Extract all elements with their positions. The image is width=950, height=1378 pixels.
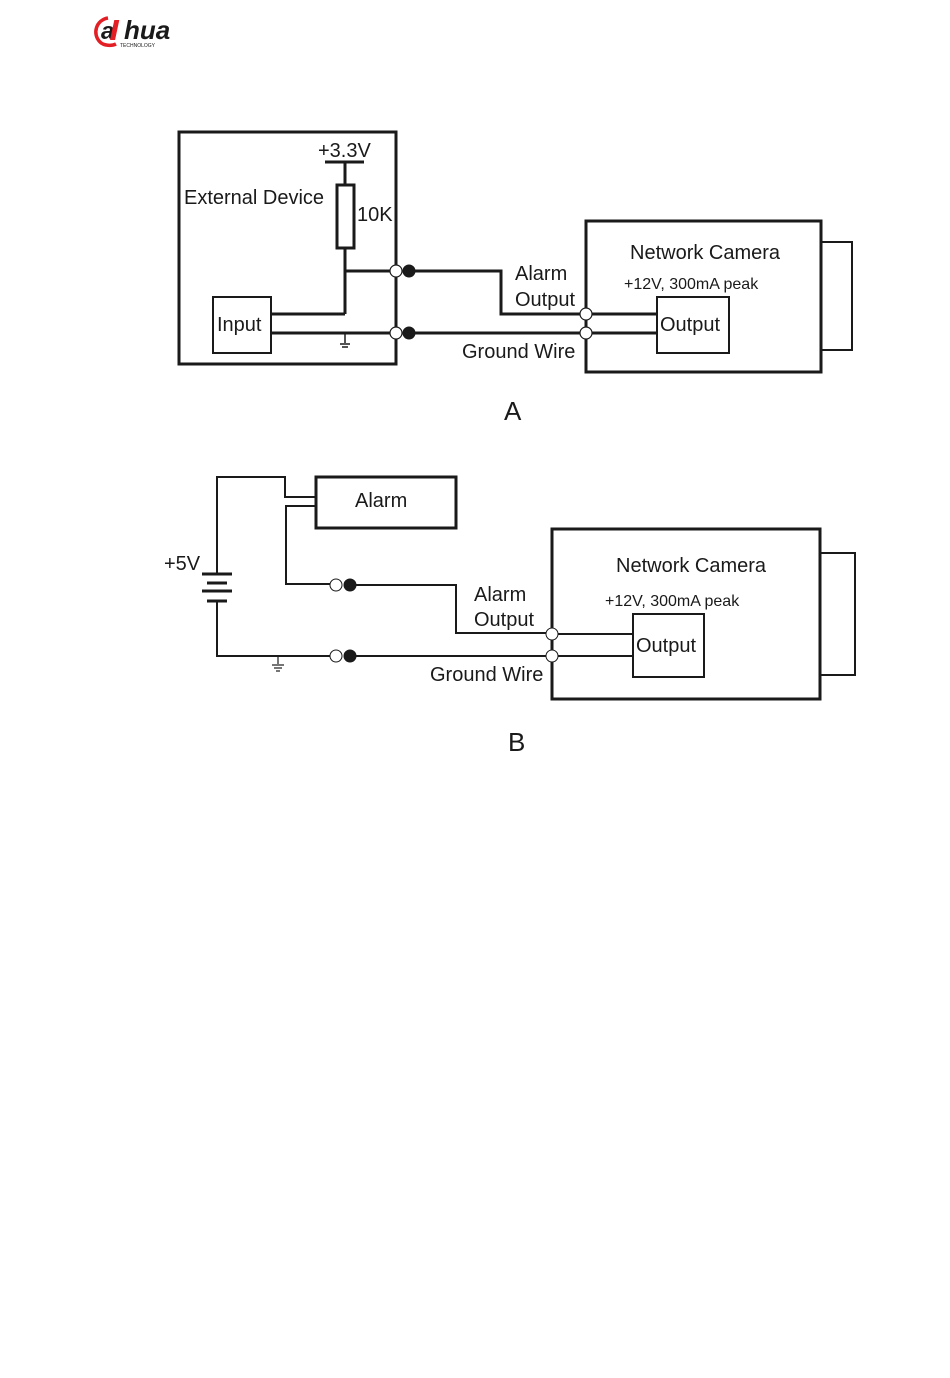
camera-terminal bbox=[580, 308, 592, 320]
terminal-open bbox=[390, 327, 402, 339]
terminal-open bbox=[330, 650, 342, 662]
alarm-output-label-line2: Output bbox=[515, 289, 575, 311]
camera-title: Network Camera bbox=[630, 242, 781, 264]
camera-rating: +12V, 300mA peak bbox=[624, 276, 759, 293]
supply-positive-wire bbox=[217, 477, 316, 573]
resistor-label: 10K bbox=[357, 204, 393, 226]
alarm-output-label-line1: Alarm bbox=[474, 584, 526, 606]
ground-icon bbox=[340, 333, 350, 347]
terminal-open bbox=[390, 265, 402, 277]
alarm-label: Alarm bbox=[355, 490, 407, 512]
alarm-output-label-line1: Alarm bbox=[515, 263, 567, 285]
diagram-a-caption: A bbox=[504, 396, 522, 426]
camera-output-label: Output bbox=[636, 635, 696, 657]
camera-terminal bbox=[546, 650, 558, 662]
camera-output-label: Output bbox=[660, 314, 720, 336]
terminal-filled bbox=[344, 579, 356, 591]
input-label: Input bbox=[217, 314, 262, 336]
camera-lens bbox=[821, 242, 852, 350]
ground-wire-label: Ground Wire bbox=[462, 341, 575, 363]
battery-icon bbox=[202, 574, 232, 601]
alarm-output-label-line2: Output bbox=[474, 609, 534, 631]
ground-wire-label: Ground Wire bbox=[430, 664, 543, 686]
ground-icon bbox=[272, 656, 284, 671]
terminal-open bbox=[330, 579, 342, 591]
camera-terminal bbox=[546, 628, 558, 640]
external-device-title: External Device bbox=[184, 187, 324, 209]
camera-terminal bbox=[580, 327, 592, 339]
external-device-box bbox=[179, 132, 396, 364]
terminal-filled bbox=[403, 265, 415, 277]
camera-lens bbox=[820, 553, 855, 675]
camera-rating: +12V, 300mA peak bbox=[605, 593, 740, 610]
alarm-return-wire bbox=[286, 506, 330, 584]
diagram-b-caption: B bbox=[508, 727, 525, 757]
supply-label: +5V bbox=[164, 553, 201, 575]
supply-negative-wire bbox=[217, 602, 330, 656]
diagram-a-labels: +3.3V External Device 10K Input Alarm Ou… bbox=[184, 140, 781, 426]
terminal-filled bbox=[344, 650, 356, 662]
supply-label: +3.3V bbox=[318, 140, 371, 162]
resistor-10k bbox=[337, 185, 354, 248]
camera-title: Network Camera bbox=[616, 555, 767, 577]
terminal-filled bbox=[403, 327, 415, 339]
